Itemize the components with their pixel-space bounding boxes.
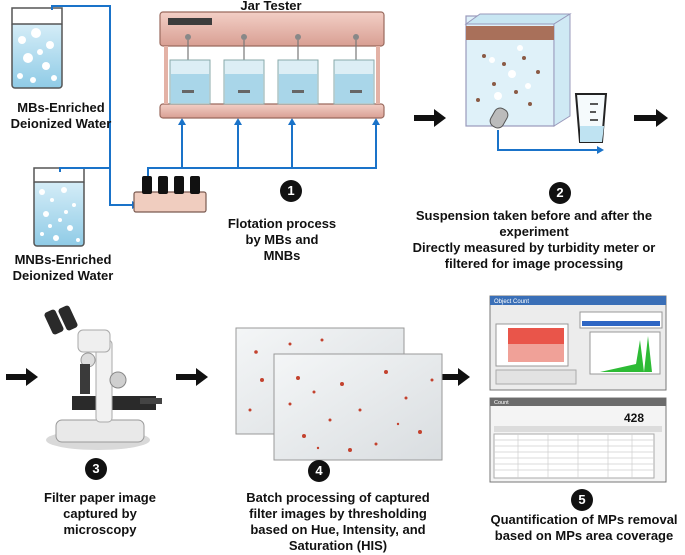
software-window-count: Count 428 — [489, 397, 667, 483]
pipes — [51, 5, 598, 206]
microscope — [44, 305, 162, 450]
step-badge-1: 1 — [280, 180, 302, 202]
mbs-beaker — [11, 7, 63, 89]
flotation-column — [464, 13, 572, 129]
jar-tester-label: Jar Tester — [240, 0, 302, 13]
pump-manifold — [133, 176, 207, 213]
step-badge-3: 3 — [85, 458, 107, 480]
mbs-water-label: MBs-Enriched Deionized Water — [10, 100, 112, 131]
suspension-label: Suspension taken before and after the ex… — [412, 208, 656, 271]
window2-title: Count — [494, 400, 509, 406]
mnbs-beaker — [33, 167, 85, 247]
filter-paper-label: Filter paper image captured by microscop… — [44, 490, 156, 537]
window1-title: Object Count — [494, 299, 529, 305]
step-badge-4: 4 — [308, 460, 330, 482]
mnbs-water-label: MNBs-Enriched Deionized Water — [12, 252, 114, 283]
filter-images — [235, 327, 443, 461]
measuring-cup — [574, 93, 608, 143]
software-window-threshold: Object Count — [489, 295, 667, 391]
flotation-label: Flotation process by MBs and MNBs — [227, 216, 337, 263]
step-badge-5: 5 — [571, 489, 593, 511]
quantification-label: Quantification of MPs removal based on M… — [490, 512, 678, 543]
jar-tester — [159, 11, 385, 119]
process-arrows — [6, 109, 668, 386]
step-badge-2: 2 — [549, 182, 571, 204]
count-value: 428 — [624, 411, 644, 425]
batch-processing-label: Batch processing of captured filter imag… — [246, 490, 430, 553]
